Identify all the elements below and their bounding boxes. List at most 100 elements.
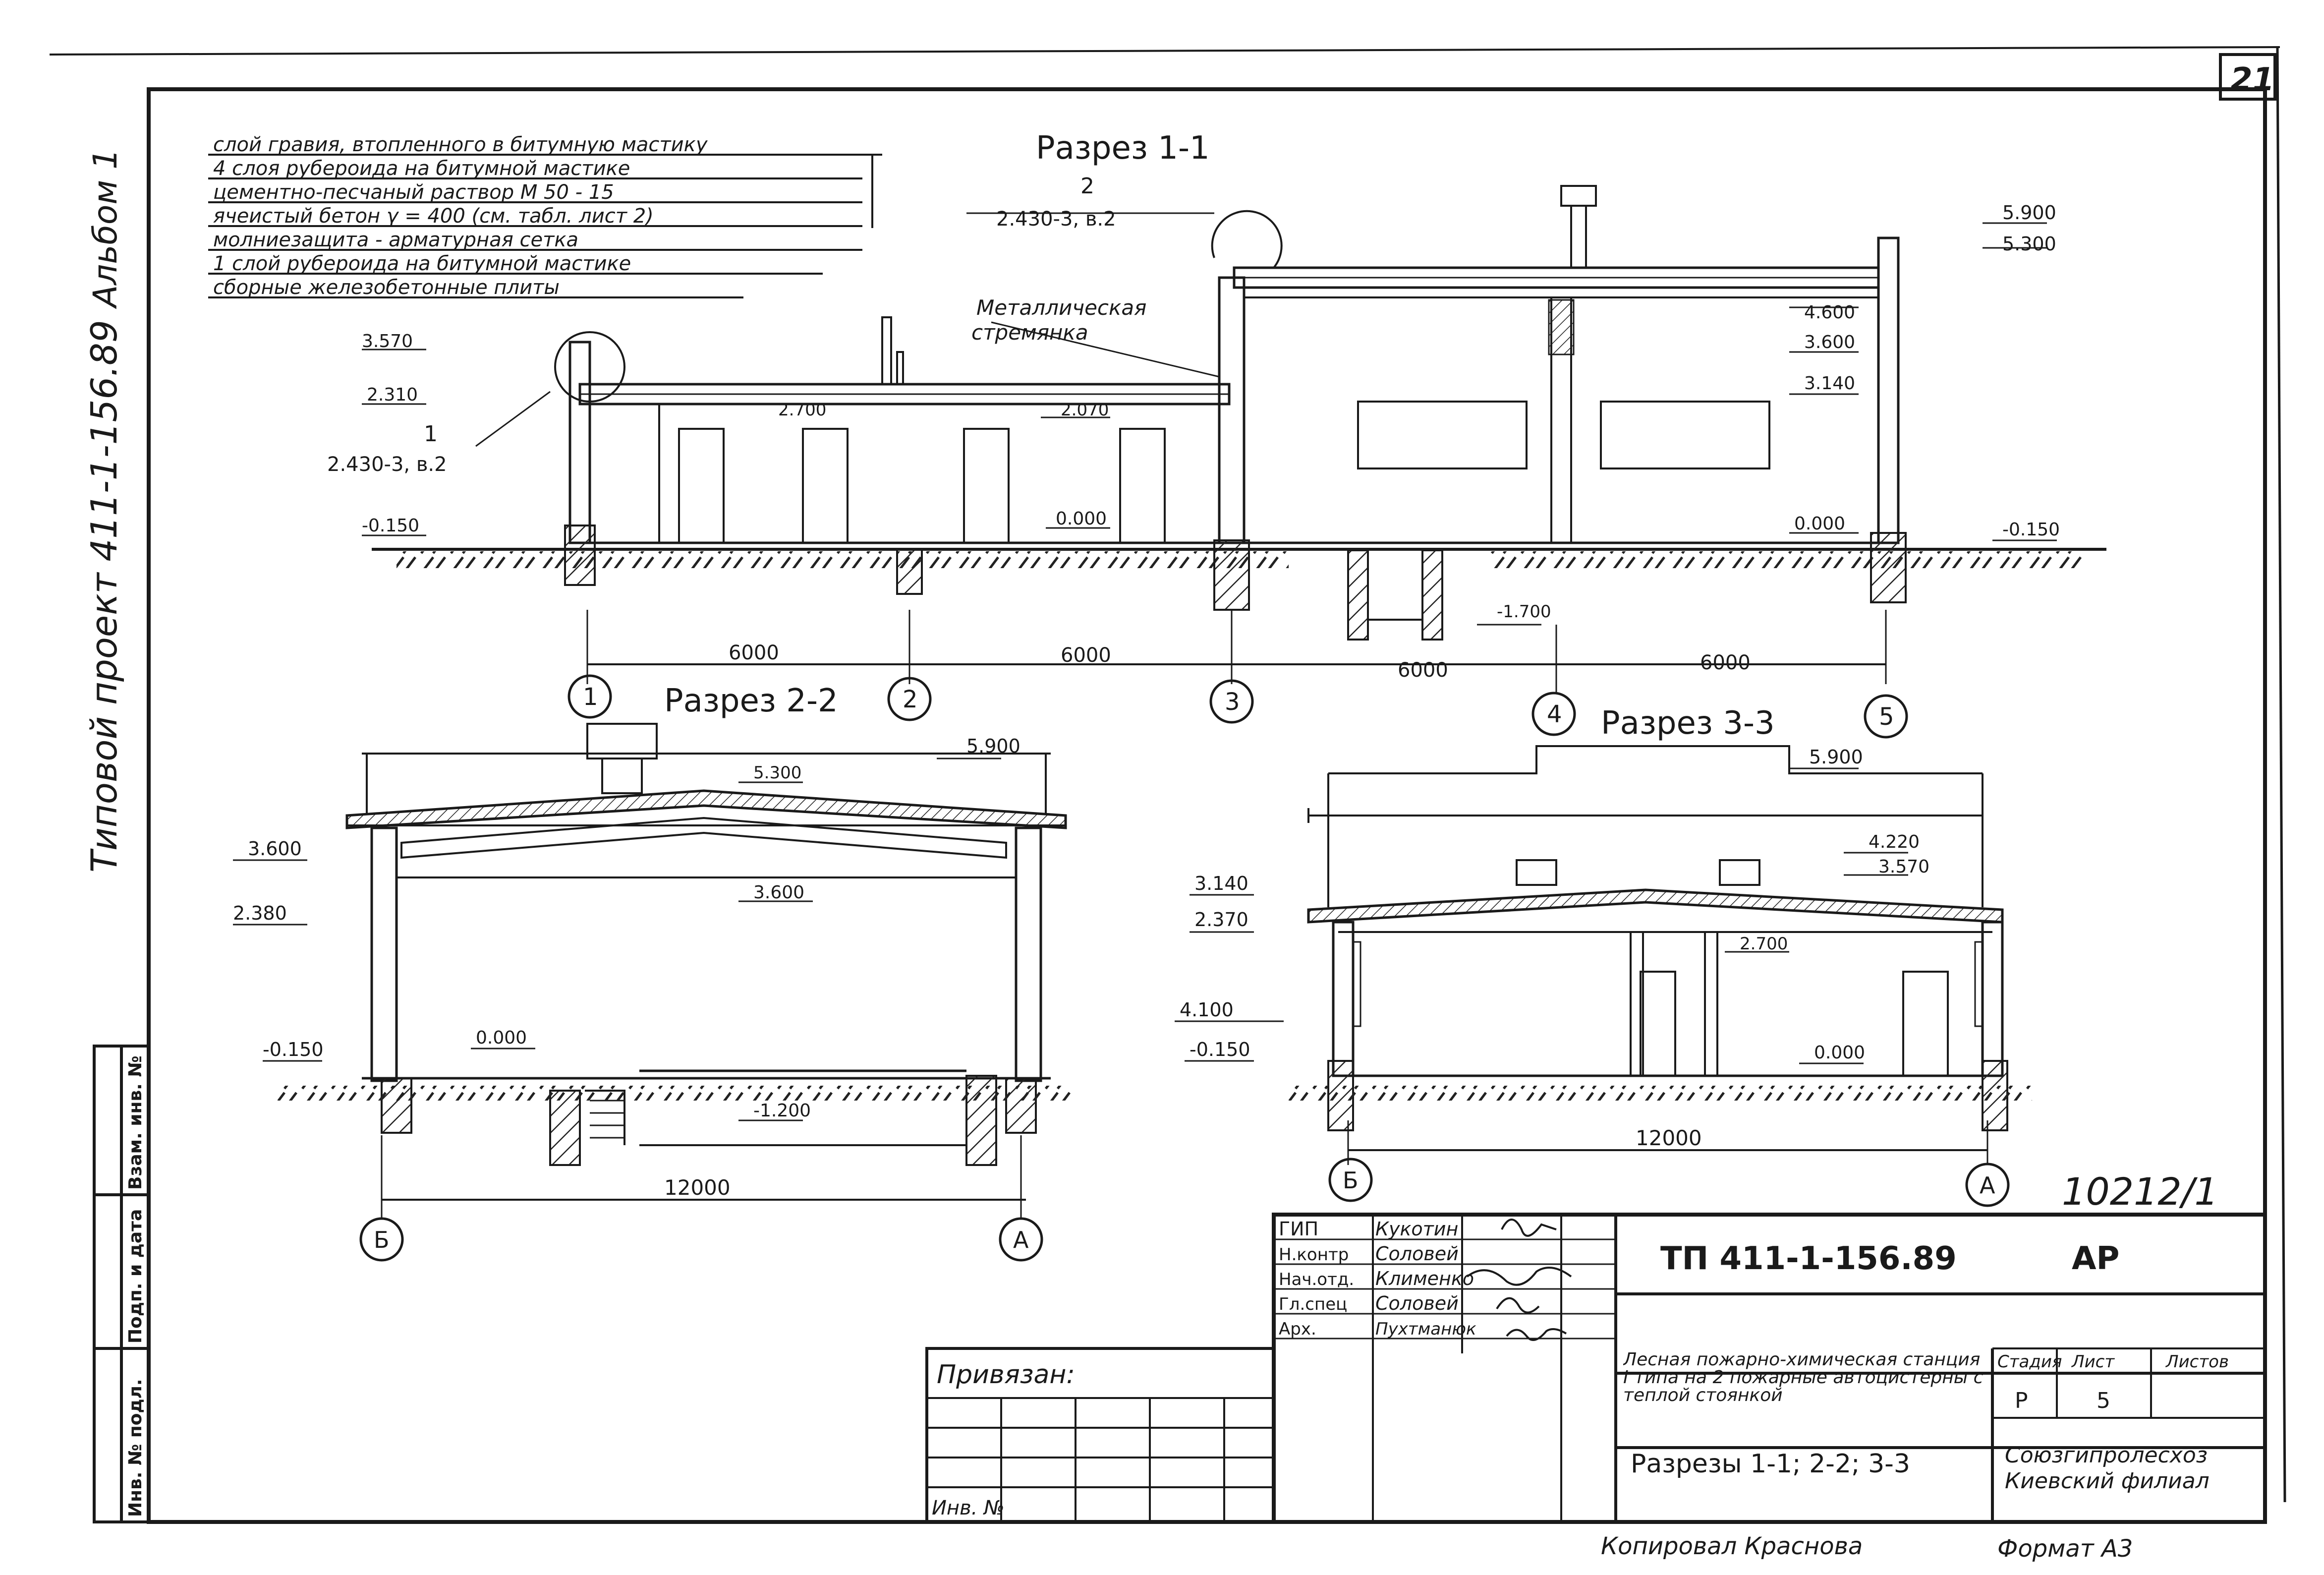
- roof-layer-5: молниезащита - арматурная сетка: [213, 229, 578, 251]
- s1-elev-5900: 5.900: [2002, 202, 2056, 224]
- s3-elev-2700: 2.700: [1740, 934, 1788, 954]
- s3-elev-0000: 0.000: [1814, 1043, 1865, 1063]
- inv-no-label: Инв. №: [932, 1497, 1005, 1519]
- ladder-label-1: Металлическая: [976, 295, 1146, 320]
- callout-2-number: 2: [1080, 174, 1094, 199]
- name-arch: Пухтманюк: [1375, 1319, 1476, 1339]
- s1-elev-0000-left: 0.000: [1056, 509, 1107, 529]
- s2-elev-3600-in: 3.600: [753, 882, 804, 903]
- sheet-value: 5: [2097, 1388, 2110, 1413]
- role-nkontr: Н.контр: [1279, 1245, 1349, 1265]
- s2-elev-5300: 5.300: [753, 763, 801, 783]
- s1-dim-3: 6000: [1398, 659, 1448, 682]
- s1-axis-3: 3: [1225, 688, 1240, 716]
- stage-header: Стадия: [1997, 1352, 2062, 1372]
- s3-elev-3140: 3.140: [1194, 873, 1248, 894]
- object-name: Лесная пожарно-химическая станция I типа…: [1623, 1351, 1984, 1405]
- sheet-title: Разрезы 1-1; 2-2; 3-3: [1631, 1449, 1910, 1479]
- vzam-inv-label: Взам. инв. №: [125, 1055, 146, 1190]
- role-nachotd: Нач.отд.: [1279, 1270, 1354, 1289]
- section-1-1: Разрез 1-1: [327, 130, 2106, 739]
- section-1-title: Разрез 1-1: [1036, 130, 1210, 167]
- section-2-2: Разрез 2-2: [233, 683, 1071, 1262]
- s1-axis-4: 4: [1547, 700, 1562, 728]
- callout-1-number: 1: [424, 421, 438, 447]
- s2-axis-a: А: [1013, 1226, 1029, 1253]
- s1-elev-m150-right: -0.150: [2002, 520, 2060, 540]
- s2-elev-m150: -0.150: [263, 1039, 324, 1060]
- s2-dim-12000: 12000: [664, 1175, 731, 1200]
- section-2-title: Разрез 2-2: [664, 683, 838, 719]
- callout-2-ref: 2.430-3, в.2: [996, 208, 1116, 231]
- s1-elev-5300: 5.300: [2002, 233, 2056, 255]
- s2-elev-5900: 5.900: [966, 735, 1020, 757]
- org-1: Союзгипролесхоз: [2005, 1443, 2208, 1468]
- s1-dim-2: 6000: [1061, 644, 1111, 667]
- side-stamp: Альбом 1 Типовой проект 411-1-156.89: [83, 149, 125, 873]
- s1-elev-3140: 3.140: [1804, 373, 1855, 394]
- stage-value: Р: [2015, 1388, 2028, 1413]
- s1-dim-4: 6000: [1700, 651, 1751, 674]
- s1-axis-5: 5: [1879, 703, 1894, 731]
- object-name-box: Лесная пожарно-химическая станция I типа…: [1623, 1351, 1984, 1405]
- s1-elev-m1700: -1.700: [1497, 602, 1551, 622]
- s3-elev-3570: 3.570: [1878, 857, 1929, 877]
- privyazan-label: Привязан:: [937, 1360, 1075, 1390]
- s1-axis-1: 1: [583, 683, 598, 711]
- s1-elev-2700: 2.700: [778, 400, 826, 420]
- name-nachotd: Клименко: [1375, 1268, 1474, 1289]
- roof-layer-1: слой гравия, втопленного в битумную маст…: [213, 133, 708, 156]
- handwritten-number: 10212/1: [2062, 1169, 2218, 1214]
- org-2: Киевский филиал: [2005, 1468, 2210, 1494]
- s3-elev-2370: 2.370: [1194, 909, 1248, 931]
- s2-elev-2380: 2.380: [233, 902, 287, 924]
- role-glspec: Гл.спец: [1279, 1294, 1347, 1314]
- s1-elev-m150-left: -0.150: [362, 516, 419, 536]
- side-approval-table: [93, 1045, 150, 1523]
- s3-axis-b: Б: [1343, 1167, 1359, 1194]
- s1-axis-2: 2: [903, 686, 918, 713]
- s1-elev-2310: 2.310: [367, 385, 418, 405]
- role-gip: ГИП: [1279, 1218, 1318, 1240]
- roof-layer-3: цементно-песчаный раствор М 50 - 15: [213, 181, 614, 204]
- s3-elev-4100: 4.100: [1180, 999, 1234, 1021]
- s1-elev-4600: 4.600: [1804, 302, 1855, 323]
- s3-axis-a: А: [1980, 1172, 1995, 1199]
- s1-dim-1: 6000: [729, 642, 779, 664]
- sheets-header: Листов: [2165, 1352, 2229, 1372]
- doc-mark: АР: [2072, 1240, 2119, 1277]
- section-3-title: Разрез 3-3: [1601, 705, 1775, 742]
- album-label: Альбом 1: [86, 149, 124, 309]
- role-arch: Арх.: [1279, 1319, 1316, 1339]
- section-3-3: Разрез 3-3: [1175, 705, 2032, 1207]
- podp-data-label: Подп. и дата: [125, 1209, 146, 1343]
- s2-elev-m1200: -1.200: [753, 1101, 811, 1121]
- sheet-number: 21: [2230, 61, 2274, 98]
- roof-layer-4: ячеистый бетон γ = 400 (см. табл. лист 2…: [213, 205, 654, 228]
- sheet-header: Лист: [2071, 1352, 2115, 1372]
- section-2-drawing: [233, 723, 1071, 1262]
- ladder-label-2: стремянка: [971, 320, 1088, 345]
- s1-elev-0000-right: 0.000: [1794, 514, 1845, 534]
- s3-elev-5900: 5.900: [1809, 746, 1863, 768]
- s1-elev-3570: 3.570: [362, 331, 413, 351]
- callout-1-ref: 2.430-3, в.2: [327, 453, 447, 476]
- doc-code: ТП 411-1-156.89: [1660, 1240, 1957, 1277]
- s2-elev-0000: 0.000: [476, 1028, 527, 1048]
- section-3-drawing: [1175, 745, 2032, 1207]
- s2-elev-3600-left: 3.600: [248, 838, 302, 860]
- project-code: Типовой проект 411-1-156.89: [83, 320, 125, 873]
- name-nkontr: Соловей: [1375, 1243, 1459, 1265]
- roof-layer-2: 4 слоя рубероида на битумной мастике: [213, 157, 630, 180]
- s3-elev-m150: -0.150: [1190, 1039, 1250, 1060]
- roof-layer-6: 1 слой рубероида на битумной мастике: [213, 252, 631, 275]
- format-label: Формат А3: [1997, 1535, 2133, 1563]
- copied-by: Копировал Краснова: [1601, 1532, 1863, 1560]
- inv-podl-label: Инв. № подл.: [125, 1379, 146, 1517]
- s3-elev-4220: 4.220: [1869, 832, 1920, 852]
- name-gip: Кукотин: [1375, 1218, 1458, 1240]
- name-glspec: Соловей: [1375, 1292, 1459, 1314]
- section-1-drawing: [362, 185, 2106, 739]
- title-block: [925, 1213, 2267, 1524]
